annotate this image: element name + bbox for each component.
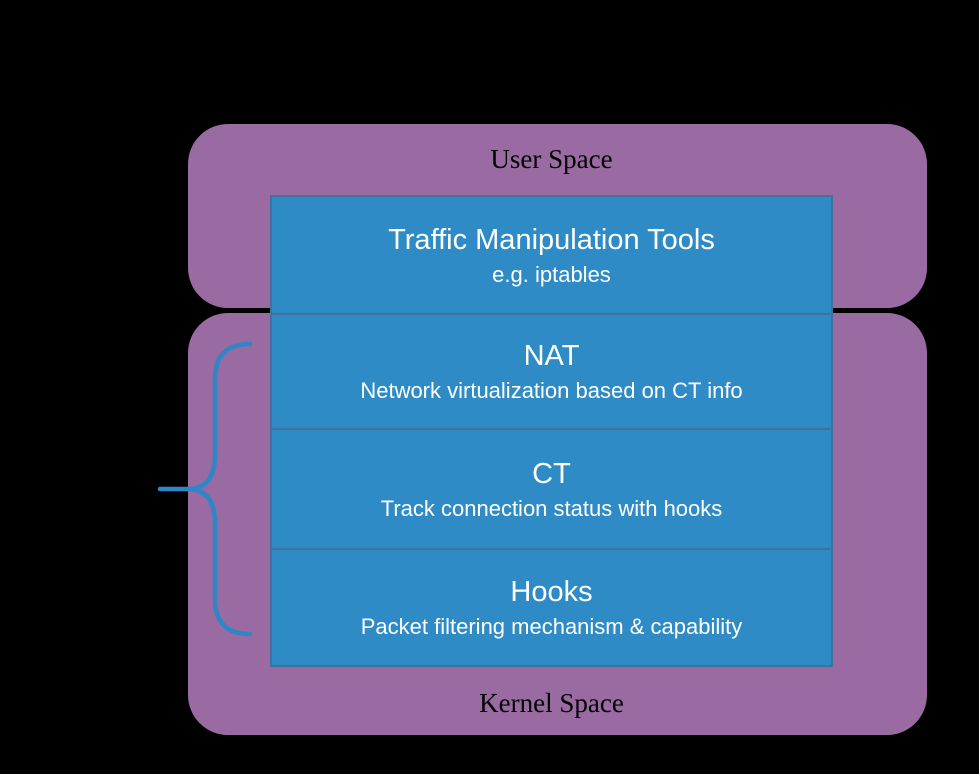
box-subtitle-ct: Track connection status with hooks	[380, 495, 723, 521]
box-subtitle-traffic-manipulation-tools: e.g. iptables	[492, 261, 611, 287]
kernel-space-label: Kernel Space	[479, 688, 624, 718]
netfilter-stack: Traffic Manipulation Tools e.g. iptables…	[270, 195, 833, 667]
box-subtitle-hooks: Packet filtering mechanism & capability	[360, 614, 743, 639]
box-title-hooks: Hooks	[510, 576, 593, 608]
box-traffic-manipulation-tools: Traffic Manipulation Tools e.g. iptables	[272, 197, 831, 313]
box-ct: CT Track connection status with hooks	[272, 428, 831, 548]
box-title-ct: CT	[532, 457, 571, 490]
box-hooks: Hooks Packet filtering mechanism & capab…	[272, 548, 831, 665]
user-space-label: User Space	[490, 144, 613, 174]
left-curly-brace-icon	[157, 341, 253, 637]
box-nat: NAT Network virtualization based on CT i…	[272, 313, 831, 428]
box-title-nat: NAT	[523, 340, 580, 372]
box-subtitle-nat: Network virtualization based on CT info	[360, 378, 743, 403]
box-title-traffic-manipulation-tools: Traffic Manipulation Tools	[388, 223, 715, 256]
